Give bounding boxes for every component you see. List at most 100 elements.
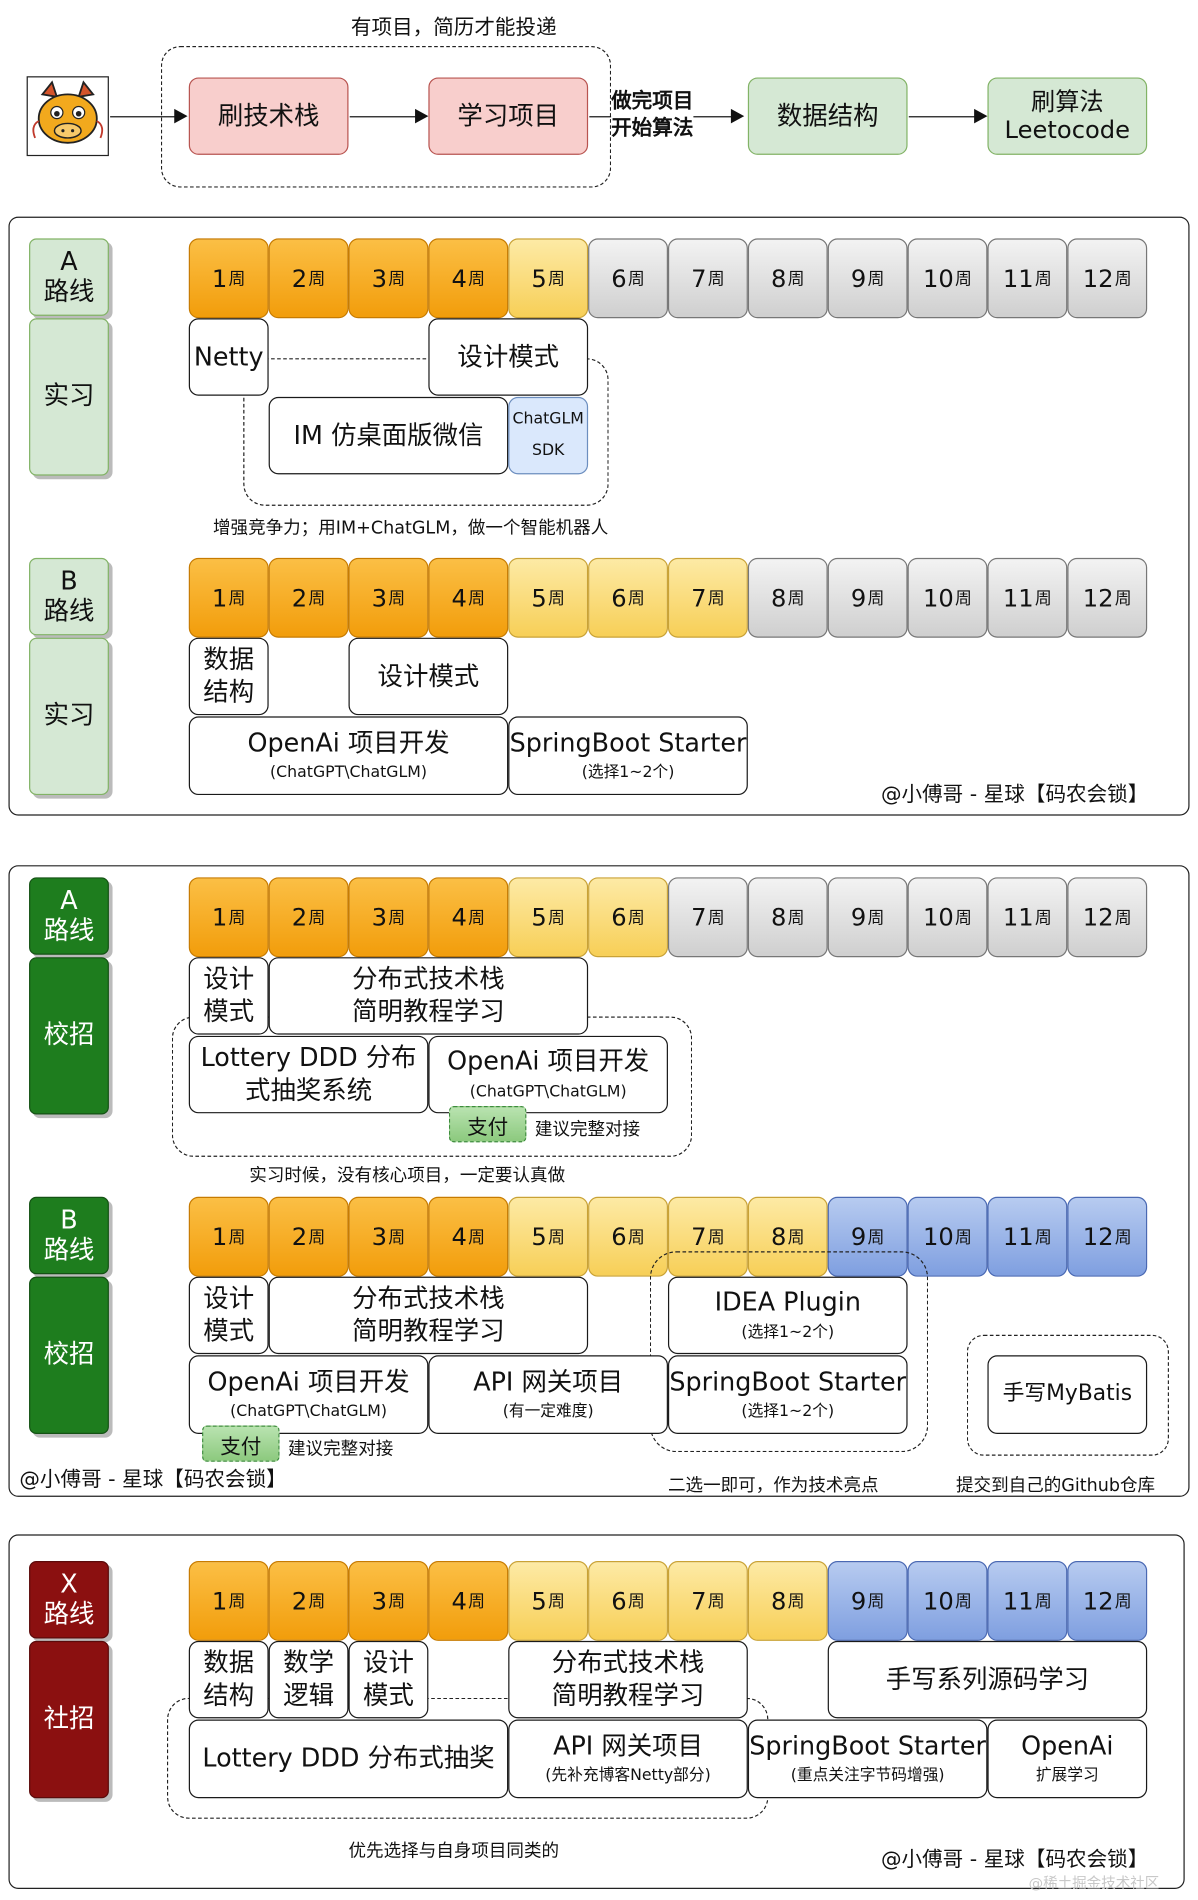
campus-b-idea-label: IDEA Plugin (714, 1288, 861, 1318)
week-suffix: 周 (308, 1592, 326, 1612)
social-openai-sub: 扩展学习 (1035, 1766, 1099, 1786)
week-number: 5 (531, 1586, 547, 1616)
week-number: 5 (531, 263, 547, 293)
week-number: 2 (291, 1586, 308, 1616)
top-title: 有项目，简历才能投递 (350, 15, 557, 40)
week-suffix: 周 (228, 269, 246, 290)
week-suffix: 周 (867, 269, 885, 290)
intern-a-netty: Netty (188, 318, 269, 396)
week-number: 9 (850, 583, 867, 613)
week-number: 6 (611, 902, 627, 932)
campus-b-openai-sub: (ChatGPT\ChatGLM) (230, 1402, 388, 1421)
social-design: 设计 模式 (348, 1640, 429, 1719)
week-number: 7 (691, 1222, 707, 1252)
campus-a-lottery-line2: 式抽奖系统 (245, 1075, 373, 1105)
campus-b-sub-tag: 校招 (29, 1276, 109, 1434)
campus-b-github-note: 提交到自己的Github仓库 (955, 1476, 1156, 1496)
week-number: 11 (1002, 902, 1034, 932)
intern-a-route: 路线 (43, 277, 95, 307)
week-suffix: 周 (627, 589, 645, 609)
week-suffix: 周 (627, 1592, 645, 1612)
week-suffix: 周 (308, 269, 326, 290)
step-tech-stack: 刷技术栈 (188, 77, 349, 155)
arrow-1 (110, 116, 176, 118)
step-algorithm-line2: Leetocode (1004, 114, 1131, 145)
campus-a-sub-tag: 校招 (29, 957, 109, 1115)
week-suffix: 周 (787, 1228, 805, 1248)
campus-b-design: 设计 模式 (188, 1276, 269, 1355)
week-number: 12 (1082, 263, 1114, 293)
week-suffix: 周 (308, 1228, 326, 1248)
week-suffix: 周 (867, 1592, 885, 1612)
week-suffix: 周 (388, 269, 406, 290)
week-suffix: 周 (787, 1592, 805, 1612)
week-suffix: 周 (548, 1592, 565, 1612)
intern-a-im-label: IM 仿桌面版微信 (293, 421, 484, 451)
social-note: 优先选择与自身项目同类的 (348, 1841, 560, 1862)
week-number: 10 (923, 263, 954, 293)
intern-a-sub-tag: 实习 (29, 318, 109, 476)
campus-b-api: API 网关项目 (有一定难度) (428, 1355, 668, 1434)
social-design-line1: 设计 (363, 1647, 414, 1677)
campus-a-design-line2: 模式 (203, 997, 255, 1027)
week-number: 10 (923, 902, 954, 932)
campus-a-sub-label: 校招 (43, 1020, 95, 1050)
internship-panel (8, 216, 1190, 816)
social-sub-label: 社招 (43, 1704, 95, 1734)
intern-a-im-group (243, 358, 609, 506)
week-suffix: 周 (228, 908, 246, 929)
campus-a-lottery: Lottery DDD 分布 式抽奖系统 (188, 1035, 429, 1114)
week-number: 3 (371, 1222, 388, 1252)
week-suffix: 周 (1034, 1592, 1052, 1612)
week-number: 2 (291, 1222, 308, 1252)
week-suffix: 周 (1034, 269, 1052, 290)
campus-credit: @小傅哥 - 星球【码农会锁】 (19, 1467, 287, 1493)
social-springboot-label: SpringBoot Starter (749, 1731, 987, 1761)
week-suffix: 周 (468, 589, 486, 609)
campus-a-route: 路线 (43, 916, 95, 946)
week-number: 4 (451, 1222, 467, 1252)
campus-b-sub-label: 校招 (43, 1340, 95, 1370)
intern-a-chatglm-line2: SDK (531, 441, 565, 460)
week-number: 3 (371, 263, 388, 293)
intern-a-chatglm: ChatGLM SDK (508, 396, 589, 475)
step-algorithm: 刷算法 Leetocode (987, 77, 1148, 155)
week-number: 2 (291, 583, 308, 613)
intern-credit: @小傅哥 - 星球【码农会锁】 (880, 782, 1149, 808)
intern-a-chatglm-line1: ChatGLM (512, 410, 584, 429)
campus-b-dist-line1: 分布式技术栈 (352, 1283, 505, 1313)
week-number: 1 (211, 1586, 228, 1616)
social-ds-line1: 数据 (203, 1647, 255, 1677)
arrow-note-line2: 开始算法 (611, 116, 694, 141)
social-data-structure: 数据 结构 (188, 1640, 269, 1719)
week-number: 9 (850, 902, 867, 932)
campus-b-mybatis: 手写MyBatis (987, 1355, 1148, 1434)
week-suffix: 周 (228, 589, 246, 609)
social-openai: OpenAi 扩展学习 (987, 1719, 1148, 1799)
campus-b-api-label: API 网关项目 (473, 1367, 624, 1397)
campus-b-springboot-label: SpringBoot Starter (669, 1367, 907, 1397)
week-suffix: 周 (955, 589, 972, 609)
campus-a-pay-note: 建议完整对接 (534, 1120, 641, 1140)
